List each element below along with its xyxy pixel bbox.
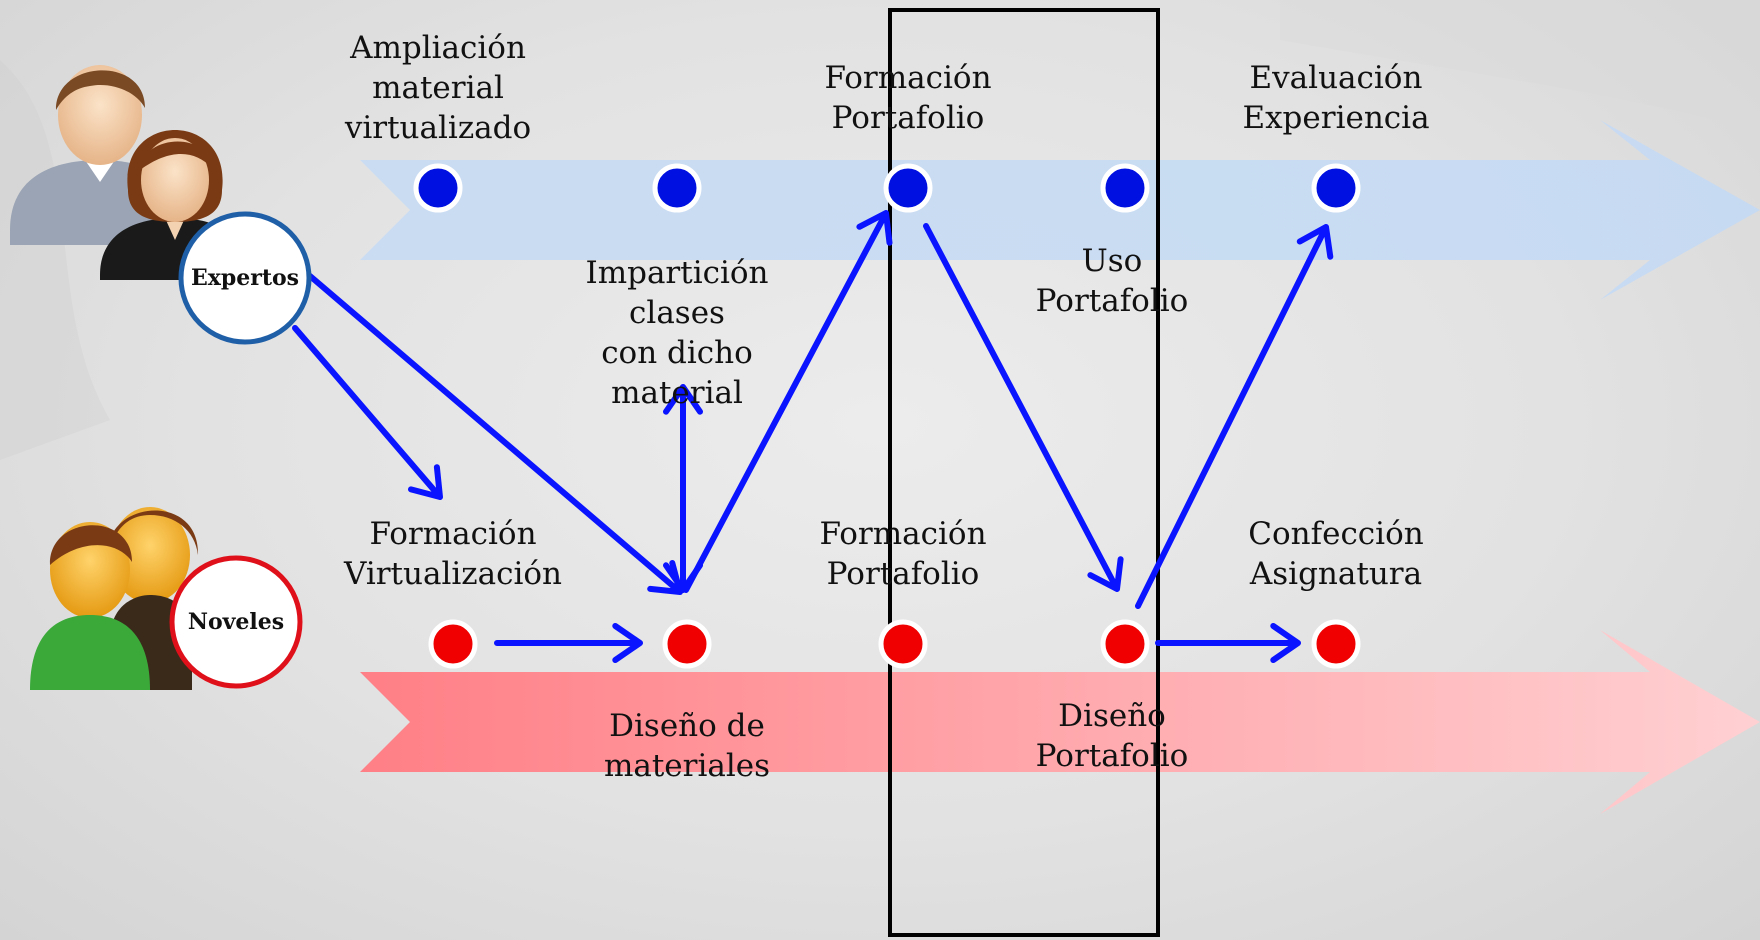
arrow-novel-step-1-to-2 bbox=[494, 623, 643, 663]
novices-milestone-dot-3 bbox=[878, 619, 928, 669]
arrow-expertos-to-formacion-virtualizacion bbox=[292, 325, 443, 500]
novices-milestone-dot-5 bbox=[1311, 619, 1361, 669]
arrow-diseno-portafolio-to-evaluacion bbox=[1135, 224, 1334, 609]
arrow-diseno-to-formacion-portafolio bbox=[683, 210, 893, 593]
label-confeccion-asignatura: Confección Asignatura bbox=[1248, 516, 1424, 592]
arrow-novel-step-4-to-5 bbox=[1155, 623, 1301, 663]
arrow-formacion-to-diseno-portafolio bbox=[923, 223, 1124, 592]
arrow-diseno-to-imparticion bbox=[663, 384, 703, 593]
experts-badge-circle bbox=[178, 211, 312, 345]
background-smudge bbox=[1280, 0, 1760, 130]
novice-users-icon bbox=[30, 507, 199, 690]
novices-milestone-dot-2 bbox=[662, 619, 712, 669]
experts-milestone-dot-2 bbox=[652, 163, 702, 213]
novices-timeline-arrow bbox=[360, 630, 1760, 814]
novices-milestone-dot-1 bbox=[428, 619, 478, 669]
novices-milestone-dot-4 bbox=[1100, 619, 1150, 669]
label-formacion-virtualizacion: Formación Virtualización bbox=[343, 516, 563, 592]
experts-milestone-dot-4 bbox=[1100, 163, 1150, 213]
experts-milestone-dot-1 bbox=[413, 163, 463, 213]
novices-badge-circle bbox=[169, 555, 303, 689]
experts-milestone-dot-3 bbox=[883, 163, 933, 213]
label-diseno-portafolio: Diseño Portafolio bbox=[1035, 698, 1189, 774]
novices-badge-label: Noveles bbox=[187, 609, 285, 635]
background-smudge bbox=[0, 60, 110, 460]
arrow-expertos-to-diseno-materiales bbox=[307, 273, 683, 595]
dots-layer bbox=[413, 163, 1361, 669]
highlight-frame bbox=[888, 8, 1160, 937]
label-imparticion-clases: Impartición clases con dicho material bbox=[585, 255, 769, 411]
experts-badge-label: Expertos bbox=[190, 265, 300, 291]
label-formacion-portafolio-top: Formación Portafolio bbox=[824, 60, 992, 136]
label-formacion-portafolio-bottom: Formación Portafolio bbox=[819, 516, 987, 592]
label-evaluacion-experiencia: Evaluación Experiencia bbox=[1242, 60, 1430, 136]
arrows-layer bbox=[292, 210, 1334, 663]
label-ampliacion-material: Ampliación material virtualizado bbox=[344, 30, 532, 146]
experts-milestone-dot-5 bbox=[1311, 163, 1361, 213]
experts-timeline-arrow bbox=[360, 120, 1760, 300]
label-uso-portafolio: Uso Portafolio bbox=[1035, 243, 1189, 319]
label-diseno-materiales: Diseño de materiales bbox=[603, 708, 771, 784]
